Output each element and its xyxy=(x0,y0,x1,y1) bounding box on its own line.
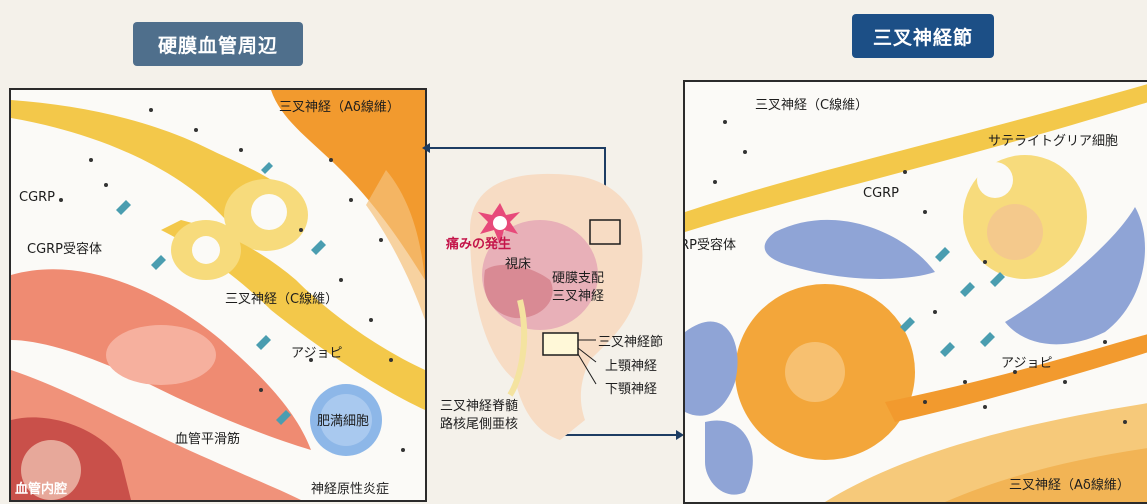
label-c-fiber: 三叉神経（C線維） xyxy=(225,288,338,307)
label-dura-trigeminal: 硬膜支配 三叉神経 xyxy=(552,270,604,306)
label-cgrp-receptor-right: CGRP受容体 xyxy=(683,234,736,253)
label-satellite-glia: サテライトグリア細胞 xyxy=(988,130,1118,149)
label-ajiopi: アジョピ xyxy=(291,342,342,361)
label-ajiopi-right: アジョピ xyxy=(1001,352,1052,371)
label-maxillary: 上顎神経 xyxy=(605,355,657,374)
label-thalamus: 視床 xyxy=(505,253,531,272)
label-ganglion: 三叉神経節 xyxy=(598,331,663,350)
label-cgrp-right: CGRP xyxy=(863,186,899,201)
title-trigeminal-ganglion: 三叉神経節 xyxy=(852,14,994,58)
title-perivascular: 硬膜血管周辺 xyxy=(133,22,303,66)
label-spinal-nucleus: 三叉神経脊髄 路核尾側亜核 xyxy=(440,398,518,434)
perivascular-panel: 三叉神経（Aδ線維） CGRP CGRP受容体 三叉神経（C線維） アジョピ 肥… xyxy=(9,88,427,502)
label-mast-cell: 肥満細胞 xyxy=(317,410,369,429)
label-cgrp-receptor: CGRP受容体 xyxy=(27,238,102,257)
label-c-fiber-right: 三叉神経（C線維） xyxy=(755,94,868,113)
label-smooth-muscle: 血管平滑筋 xyxy=(175,428,240,447)
label-cgrp: CGRP xyxy=(19,190,55,205)
label-adelta-fiber: 三叉神経（Aδ線維） xyxy=(279,96,400,115)
trigeminal-ganglion-panel: 三叉神経（C線維） サテライトグリア細胞 CGRP CGRP受容体 アジョピ 三… xyxy=(683,80,1147,504)
label-adelta-fiber-right: 三叉神経（Aδ線維） xyxy=(1009,474,1130,493)
label-lumen: 血管内腔 xyxy=(15,478,67,497)
label-neurogenic-inflammation: 神経原性炎症 xyxy=(311,478,389,497)
label-pain-onset: 痛みの発生 xyxy=(446,233,511,252)
label-mandibular: 下顎神経 xyxy=(605,378,657,397)
